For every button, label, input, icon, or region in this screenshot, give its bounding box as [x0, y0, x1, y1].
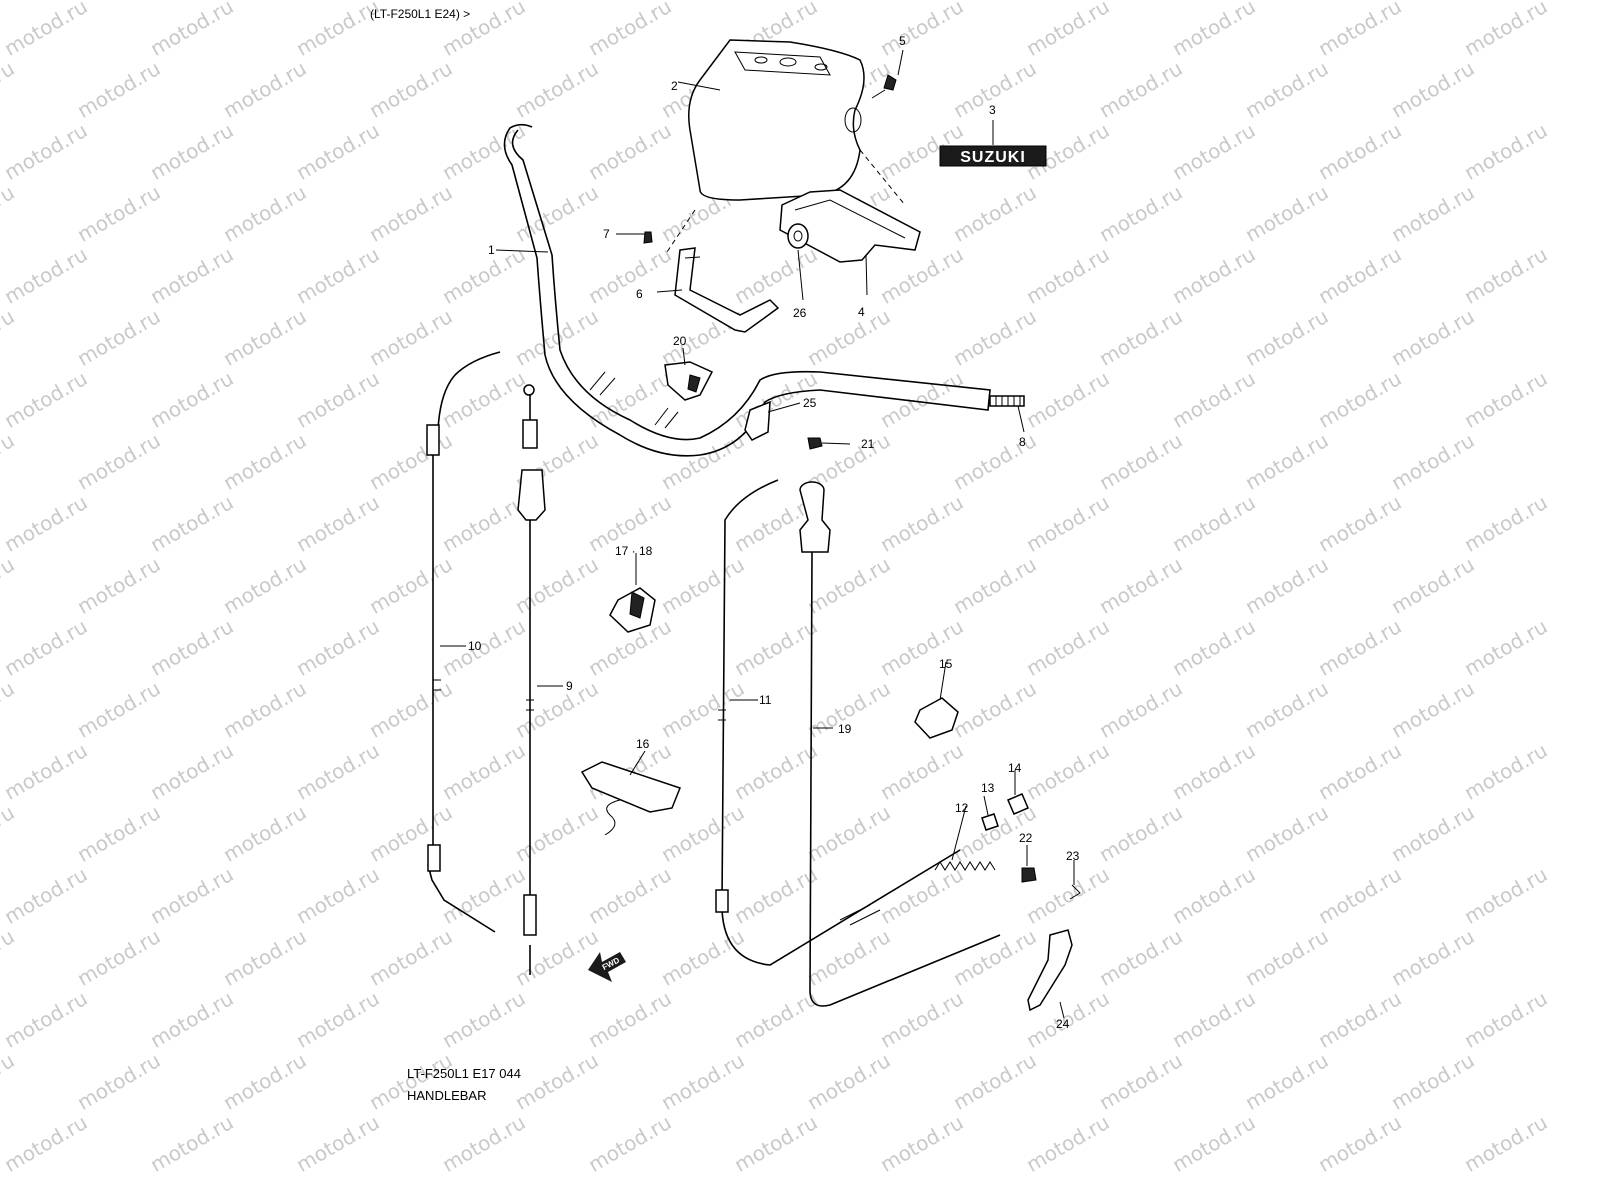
grommet-part-26	[787, 223, 809, 249]
suzuki-emblem-text: SUZUKI	[960, 149, 1026, 166]
choke-cable-part-19	[799, 481, 1001, 1007]
cable-part-11	[715, 479, 961, 966]
handlebar-cover-part-2	[664, 39, 906, 256]
callout-2: 2	[671, 79, 678, 93]
callout-10: 10	[468, 639, 482, 653]
callout-7: 7	[603, 227, 610, 241]
screw-part-5	[871, 74, 897, 99]
callout-23: 23	[1066, 849, 1080, 863]
callout-6: 6	[636, 287, 643, 301]
leader-lines	[440, 49, 1075, 1019]
bracket-part-4	[779, 189, 921, 263]
clamp-part-17-18	[609, 587, 656, 633]
callout-5: 5	[899, 34, 906, 48]
callout-17-18: 17 · 18	[615, 544, 653, 558]
fwd-arrow-icon: FWD	[588, 952, 626, 982]
diagram-code: LT-F250L1 E17 044	[407, 1066, 521, 1081]
callout-13: 13	[981, 781, 995, 795]
callout-24: 24	[1056, 1017, 1070, 1031]
suzuki-emblem-part-3: SUZUKI	[939, 145, 1047, 167]
spring-part-12	[934, 861, 996, 871]
callout-19: 19	[838, 722, 852, 736]
bolt-part-21	[807, 437, 823, 450]
screw-part-7	[643, 231, 653, 244]
cap-part-14	[1007, 793, 1029, 815]
callout-26: 26	[793, 306, 807, 320]
lever-part-24	[1027, 929, 1073, 1012]
callout-25: 25	[803, 396, 817, 410]
handlebar-part-1	[503, 123, 1025, 457]
callout-4: 4	[858, 305, 865, 319]
callout-11: 11	[759, 693, 772, 707]
cap-part-13	[981, 813, 999, 831]
holder-part-25	[744, 400, 771, 441]
callout-12: 12	[955, 801, 969, 815]
callout-labels: 1 2 3 4 5 6 7 8 9 10 11 12 13 14 15 16 1…	[468, 34, 1080, 1031]
callout-21: 21	[861, 437, 875, 451]
clip-part-23	[1069, 884, 1081, 900]
diagram-title: HANDLEBAR	[407, 1088, 487, 1103]
callout-22: 22	[1019, 831, 1033, 845]
clamp-part-20	[664, 361, 714, 401]
callout-16: 16	[636, 737, 650, 751]
model-code-header: (LT-F250L1 E24) >	[370, 7, 471, 21]
callout-9: 9	[566, 679, 573, 693]
cable-part-10	[426, 351, 501, 933]
callout-15: 15	[939, 657, 953, 671]
clamp-part-15	[914, 697, 959, 739]
cable-part-9	[517, 384, 546, 975]
bolt-part-22	[1021, 867, 1037, 883]
callout-3: 3	[989, 103, 996, 117]
callout-14: 14	[1008, 761, 1022, 775]
bracket-part-6	[674, 247, 780, 333]
callout-20: 20	[673, 334, 687, 348]
callout-8: 8	[1019, 435, 1026, 449]
clamp-part-16	[580, 761, 681, 836]
callout-1: 1	[488, 243, 495, 257]
